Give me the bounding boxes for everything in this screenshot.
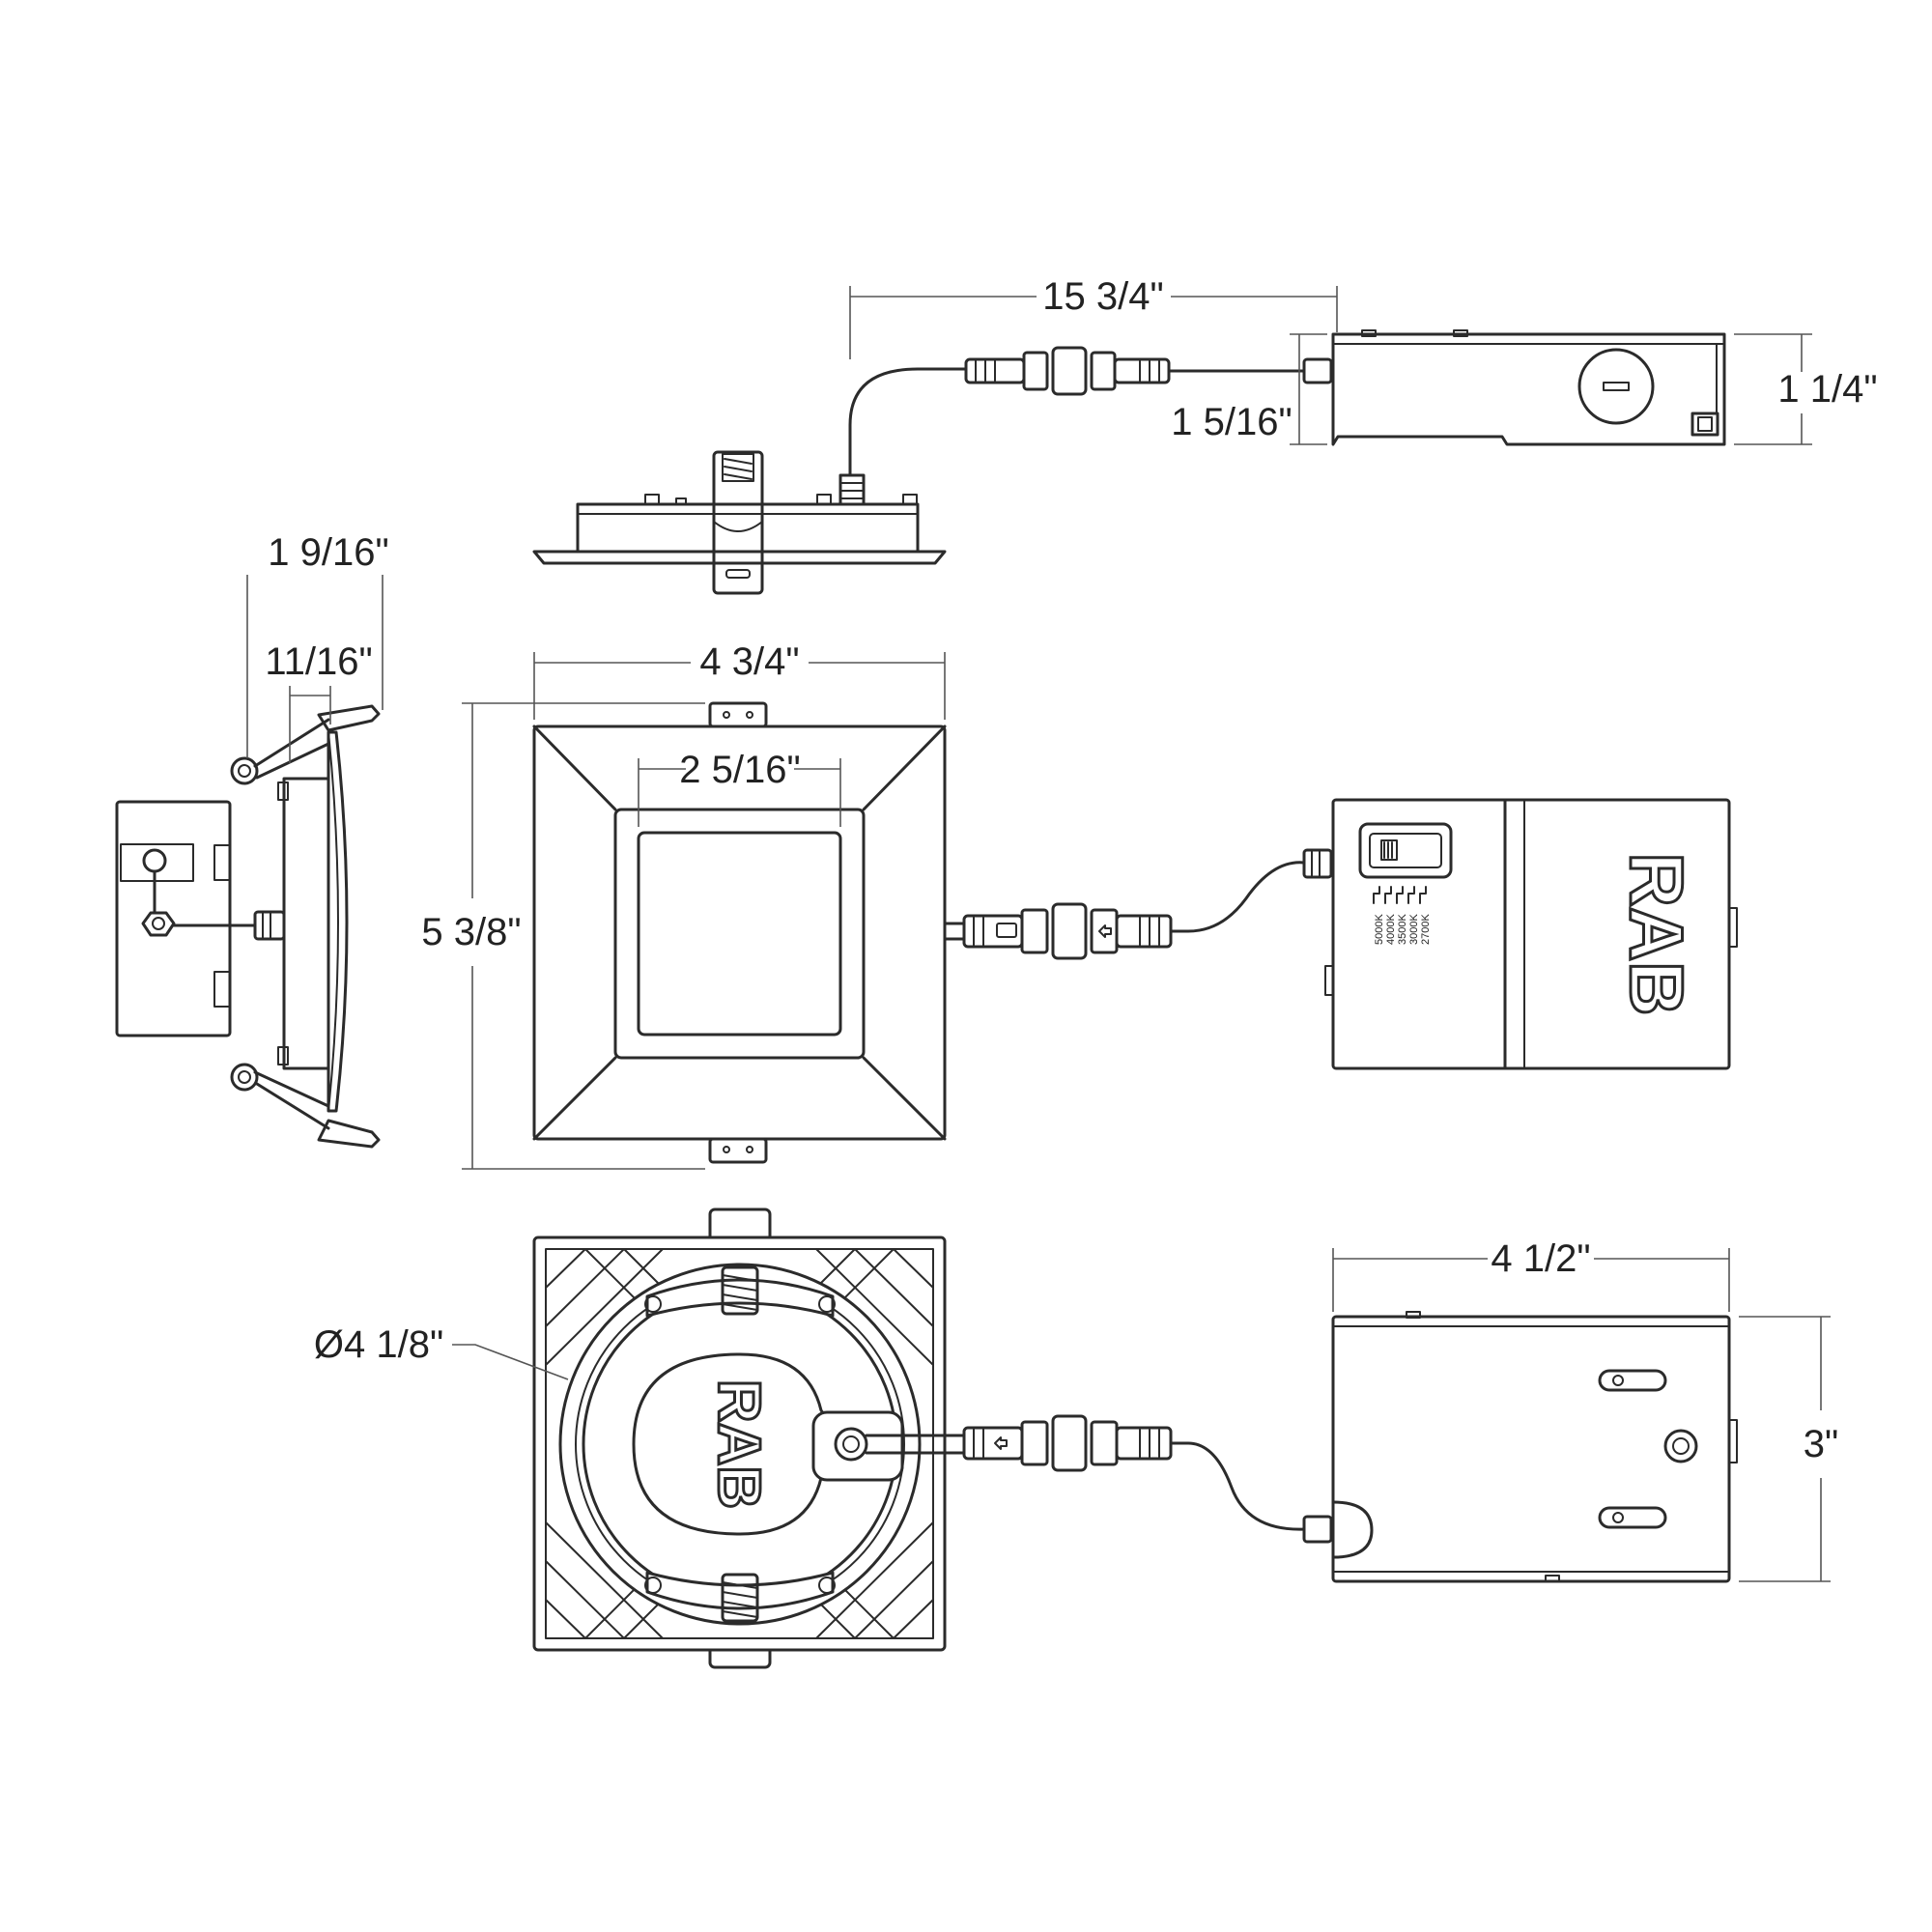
cct-label: 3000K — [1408, 914, 1420, 945]
dim-driver-height: 3" — [1804, 1423, 1838, 1465]
dim-driver-height-top: 1 1/4" — [1777, 368, 1877, 411]
dim-driver-width: 4 1/2" — [1491, 1237, 1590, 1280]
dim-side-depth: 1 9/16" — [268, 531, 388, 574]
dim-overall-length: 15 3/4" — [1042, 275, 1163, 318]
dim-lens-width: 2 5/16" — [679, 749, 800, 791]
cct-label: 5000K — [1374, 914, 1385, 945]
rab-logo-driver: RAB — [1614, 853, 1699, 1016]
dim-trim-height: 5 3/8" — [421, 911, 521, 953]
back-corner-ribs — [545, 1248, 934, 1639]
cct-label: 3500K — [1397, 914, 1408, 945]
cct-selector-labels: 5000K 4000K 3500K 3000K 2700K — [1374, 914, 1432, 945]
rab-logo-back: RAB — [705, 1379, 772, 1509]
cct-label: 2700K — [1420, 914, 1432, 945]
dim-cable-height: 1 5/16" — [1171, 401, 1292, 443]
dimension-lines — [246, 286, 1831, 1582]
front-driver-view: 5000K 4000K 3500K 3000K 2700K RAB — [943, 798, 1738, 1070]
cct-label: 4000K — [1385, 914, 1397, 945]
top-elevation-view — [532, 329, 1726, 595]
dim-diameter: Ø4 1/8" — [314, 1323, 443, 1366]
dim-trim-width: 4 3/4" — [699, 640, 799, 683]
dimension-labels: 15 3/4" 1 1/4" 1 5/16" 1 9/16" 11/16" 4 … — [265, 275, 1877, 1465]
dim-side-thickness: 11/16" — [265, 640, 372, 683]
back-view: RAB — [532, 1208, 1738, 1669]
side-view — [115, 704, 381, 1149]
